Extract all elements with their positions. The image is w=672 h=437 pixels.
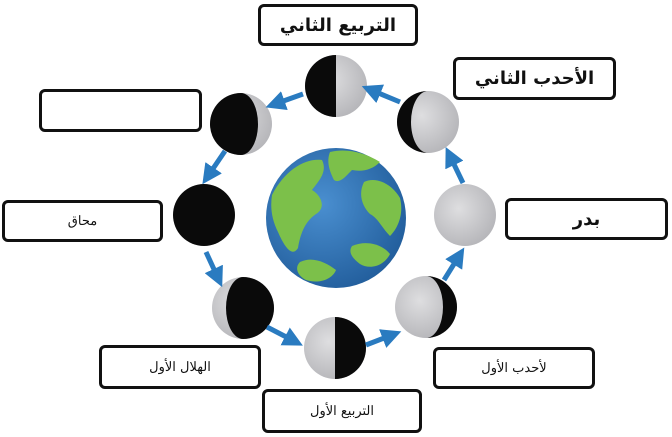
arrow-icon	[202, 149, 228, 185]
label-first-quarter: التربيع الأول	[262, 389, 422, 433]
moon-waning-gibbous	[397, 91, 459, 153]
moon-third-quarter	[305, 55, 367, 117]
arrow-icon	[265, 324, 303, 346]
orbit-arrows	[202, 84, 466, 348]
moon-full	[434, 184, 496, 246]
moon-waning-crescent	[210, 93, 272, 155]
label-waxing-gibbous: لأحدب الأول	[433, 347, 595, 389]
earth-land-southeast	[350, 243, 390, 267]
earth-land-south	[297, 259, 336, 282]
earth-land-west	[271, 159, 324, 252]
arrow-icon	[203, 250, 223, 288]
label-waning-gibbous: الأحدب الثاني	[453, 57, 616, 100]
arrow-icon	[361, 84, 401, 105]
label-full-moon: بدر	[505, 198, 668, 240]
label-new-moon: محاق	[2, 200, 163, 242]
arrow-icon	[445, 146, 466, 185]
moon-new	[173, 184, 235, 246]
arrow-icon	[441, 247, 465, 282]
label-third-quarter: التربيع الثاني	[258, 4, 418, 46]
label-waxing-crescent: الهلال الأول	[99, 345, 261, 389]
earth	[266, 148, 406, 288]
moon-waxing-gibbous	[395, 276, 457, 338]
arrow-icon	[265, 91, 304, 111]
moon-waxing-crescent	[212, 277, 274, 339]
earth-land-east	[361, 179, 402, 236]
earth-land-north	[328, 150, 380, 182]
arrow-icon	[365, 329, 402, 348]
label-waning-crescent	[39, 89, 202, 132]
moon-first-quarter	[304, 317, 366, 379]
